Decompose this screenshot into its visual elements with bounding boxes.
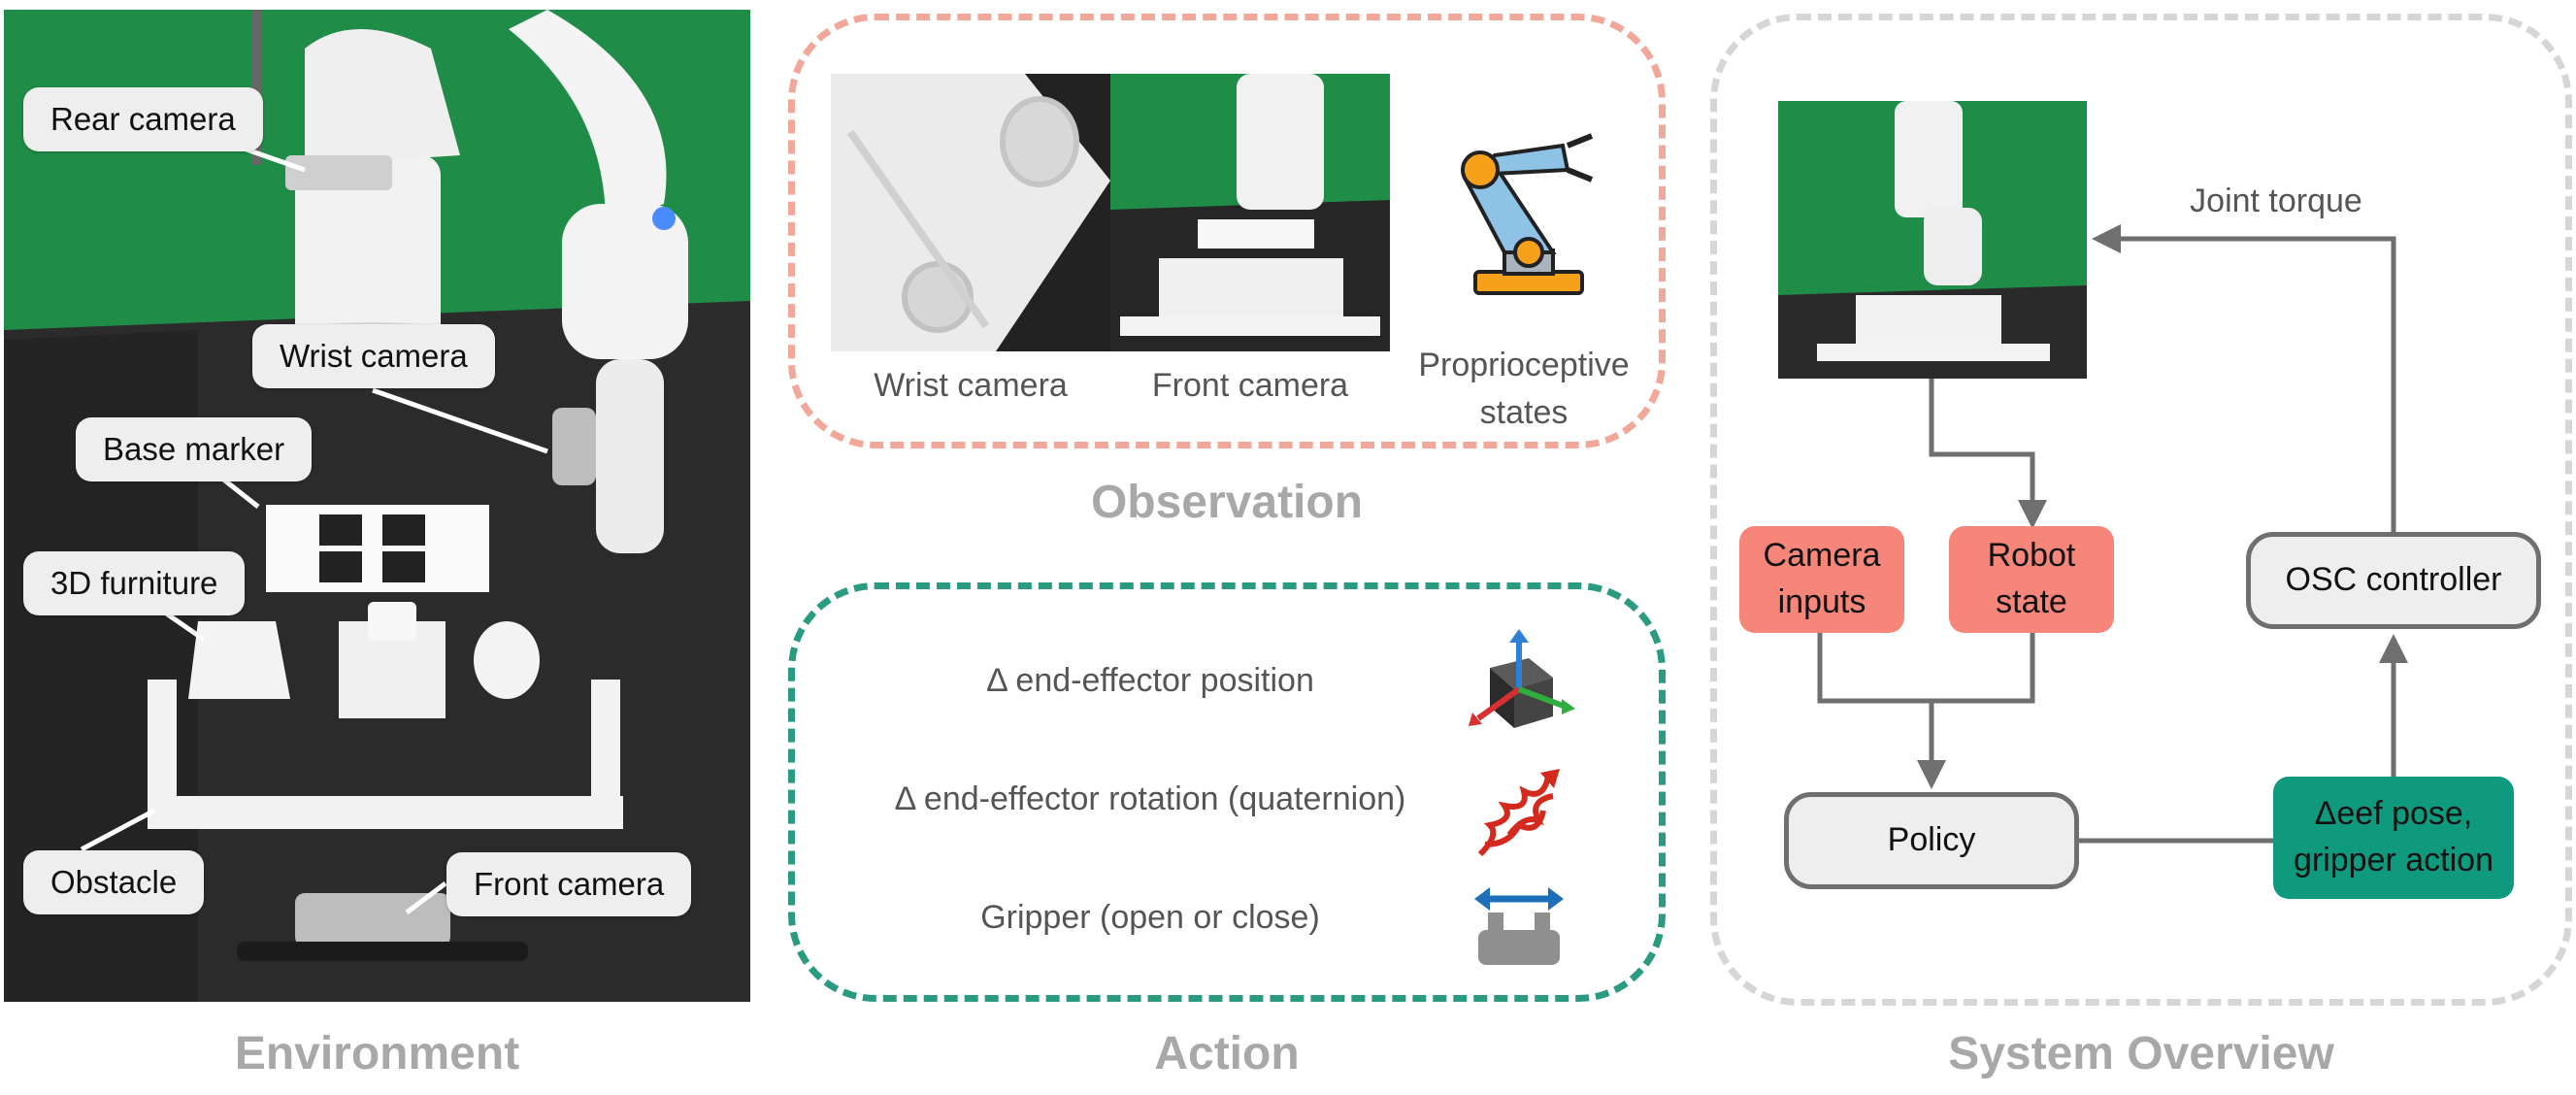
action-box bbox=[788, 582, 1666, 1002]
wrist-camera-image bbox=[831, 74, 1110, 351]
robot-arm-icon bbox=[1461, 133, 1594, 295]
front-camera-image bbox=[1110, 74, 1390, 351]
section-title-system-overview: System Overview bbox=[1948, 1028, 2334, 1079]
wrist-camera-label: Wrist camera bbox=[874, 367, 1068, 404]
camera-inputs-node: Camera inputs bbox=[1739, 526, 1904, 633]
action-position-label: Δ end-effector position bbox=[986, 662, 1314, 699]
callout-3d-furniture: 3D furniture bbox=[23, 551, 246, 615]
robot-state-node: Robot state bbox=[1949, 526, 2114, 633]
callout-base-marker: Base marker bbox=[76, 417, 313, 481]
environment-photo: Rear camera Wrist camera Base marker 3D … bbox=[4, 10, 750, 1002]
system-scene-image bbox=[1778, 101, 2087, 379]
rotation-scribble-icon bbox=[1477, 769, 1560, 857]
policy-node: Policy bbox=[1784, 792, 2079, 889]
callout-wrist-camera: Wrist camera bbox=[252, 324, 495, 388]
section-title-observation: Observation bbox=[1090, 477, 1364, 528]
front-camera-label: Front camera bbox=[1151, 367, 1349, 404]
joint-torque-label: Joint torque bbox=[2190, 182, 2362, 219]
section-title-environment: Environment bbox=[234, 1028, 520, 1079]
gripper-icon bbox=[1474, 887, 1564, 965]
observation-box bbox=[788, 14, 1666, 448]
system-overview-box bbox=[1710, 14, 2572, 1006]
eef-action-node: Δeef pose, gripper action bbox=[2273, 777, 2514, 899]
callout-rear-camera: Rear camera bbox=[23, 87, 263, 151]
section-title-action: Action bbox=[1154, 1028, 1300, 1079]
proprioceptive-states-label: Proprioceptive states bbox=[1418, 347, 1630, 432]
osc-controller-node: OSC controller bbox=[2246, 532, 2541, 629]
action-rotation-label: Δ end-effector rotation (quaternion) bbox=[894, 780, 1406, 817]
action-gripper-label: Gripper (open or close) bbox=[980, 899, 1320, 936]
callout-obstacle: Obstacle bbox=[23, 850, 205, 914]
xyz-axes-icon bbox=[1469, 629, 1575, 728]
callout-front-camera: Front camera bbox=[446, 852, 692, 916]
